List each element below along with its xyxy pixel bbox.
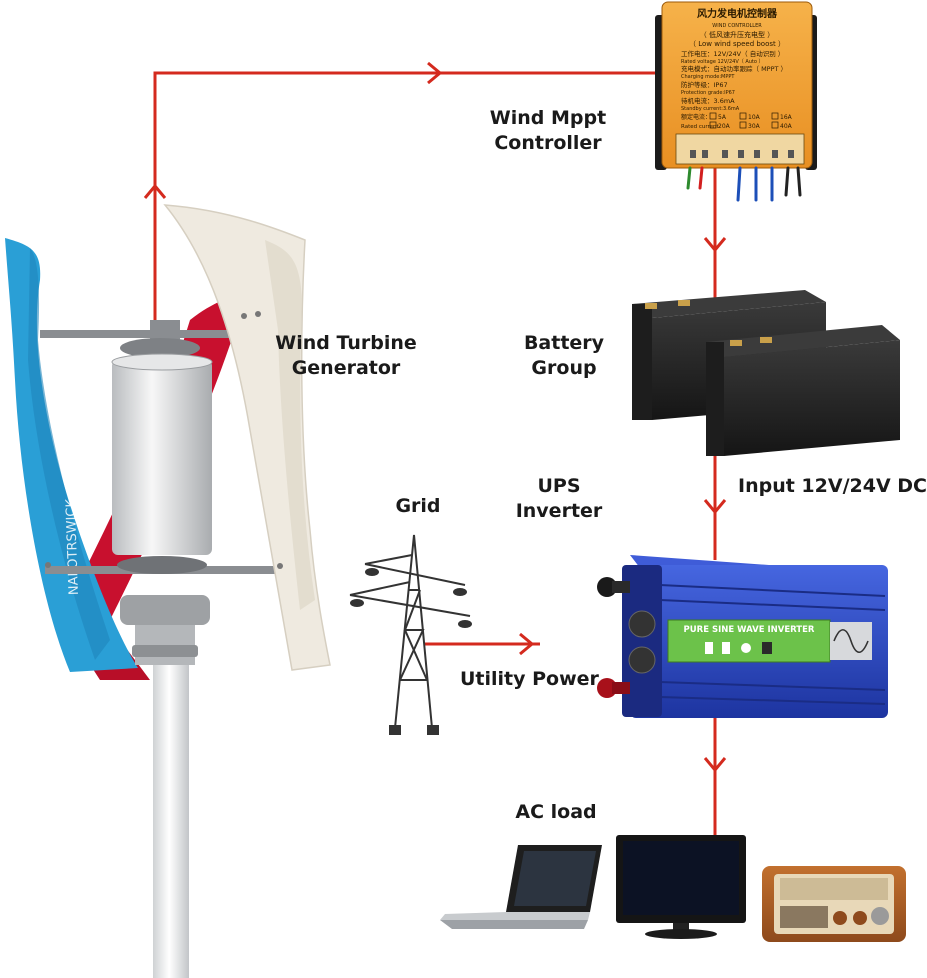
battery-terminal [730,340,742,346]
arrow-down-icon [703,499,727,515]
battery-label-line1: Battery [523,332,605,354]
blade-rivet [241,313,247,319]
wind-controller-device: 风力发电机控制器 WIND CONTROLLER （ 低风速升压充电型 ） （ … [655,1,817,202]
controller-terminal-strip [675,133,805,165]
controller-standby-cn: 待机电流：3.6mA [681,96,735,105]
controller-volt-en: Rated voltage 12V/24V（ Auto ） [681,59,764,65]
inverter-banner-icons [705,642,772,654]
controller-sub-en: （ Low wind speed boost ） [689,40,785,48]
controller-sub-cn: （ 低风速升压充电型 ） [700,30,774,39]
controller-current-row1: 5A 10A 16A [709,112,793,121]
controller-grade-cn: 防护等级：IP67 [681,80,728,89]
ups-label-line2: Inverter [515,500,603,522]
turbine-generator [112,360,212,555]
arrow-down-icon [703,237,727,253]
turbine-to-controller-line [153,71,660,340]
current-option: 30A [748,123,761,130]
battery-terminal [678,300,690,306]
laptop-icon [440,845,602,929]
controller-title-en: WIND CONTROLLER [712,23,762,29]
turbine-base [120,595,210,625]
current-option: 40A [780,123,793,130]
arrow-right-icon [519,632,535,656]
controller-body [661,1,813,169]
blade-rivet [45,562,51,568]
controller-mode-cn: 充电模式：自动功率跟踪（ MPPT ） [681,64,787,73]
turbine-pole [153,660,189,978]
flow-lines [153,71,717,835]
ups-inverter-device: PURE SINE WAVE INVERTER [597,555,888,718]
arrow-up-icon [143,183,167,199]
controller-label: Wind Mppt Controller [478,106,618,156]
utility-power-label: Utility Power [460,668,599,690]
turbine-label-line2: Generator [291,357,401,379]
battery-terminal [645,303,657,309]
wind-turbine-illustration: NAKOTRSWICK [5,204,331,978]
controller-label-line1: Wind Mppt [489,107,607,129]
controller-wires [686,166,802,202]
inverter-positive-terminal [597,678,630,698]
turbine-generator-top [111,353,213,371]
battery-group-illustration [632,290,900,456]
turbine-white-blade-shade [265,240,315,610]
battery-label: Battery Group [512,331,616,381]
inverter-end-panel [622,565,662,717]
flow-arrows [143,61,727,773]
battery-label-line2: Group [531,357,597,379]
controller-grade-en: Protection grade:IP67 [681,90,735,96]
arrow-down-icon [703,757,727,773]
turbine-label: Wind Turbine Generator [266,331,426,381]
turbine-base-ring [132,645,198,657]
blade-rivet [255,311,261,317]
battery-front [706,325,900,456]
controller-current-row2: 20A 30A 40A [709,121,793,130]
battery-terminal [760,337,772,343]
ups-inverter-label: UPS Inverter [500,474,618,524]
inverter-banner [667,619,831,663]
ups-label-line1: UPS [537,475,581,497]
controller-label-line2: Controller [494,132,602,154]
current-option: 20A [718,123,731,130]
controller-rated-cn: 额定电流： [681,113,711,121]
controller-volt-cn: 工作电压：12V/24V（ 自动识别 ） [681,49,784,58]
turbine-blade-brand: NAKOTRSWICK [64,498,82,595]
current-option: 5A [718,114,727,121]
grid-label: Grid [395,495,441,517]
inverter-banner-text: PURE SINE WAVE INVERTER [684,625,815,635]
inverter-fan [628,610,656,638]
controller-terminals [690,150,794,158]
blade-rivet [277,563,283,569]
controller-mode-en: Charging mode:MPPT [681,74,735,80]
arrow-right-icon [427,61,443,85]
turbine-label-line1: Wind Turbine [275,332,417,354]
turbine-upper-arms [40,320,240,358]
inverter-fins [659,584,886,705]
inverter-fan [628,646,656,674]
ac-load-label: AC load [515,801,597,823]
current-option: 16A [780,114,793,121]
turbine-lower-arms [45,556,295,574]
turbine-blue-blade-shade [28,248,110,660]
input-dc-label: Input 12V/24V DC [738,475,927,497]
controller-rated-en: Rated current [681,124,720,130]
monitor-icon [616,835,746,939]
radio-icon [762,866,906,942]
current-option: 10A [748,114,761,121]
sine-wave-icon [833,628,869,654]
controller-title-cn: 风力发电机控制器 [697,7,778,20]
power-pylon-icon [349,534,472,735]
inverter-negative-terminal [597,577,630,597]
controller-standby-en: Standby current:3.6mA [681,106,740,112]
